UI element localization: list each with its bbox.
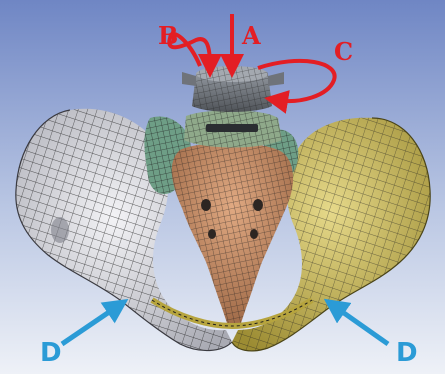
label-a: A: [242, 24, 261, 48]
intervertebral-disc: [184, 110, 282, 147]
label-c: C: [334, 40, 353, 64]
label-d-right: D: [396, 340, 418, 366]
label-d-left: D: [40, 340, 62, 366]
label-b: B: [158, 24, 178, 48]
